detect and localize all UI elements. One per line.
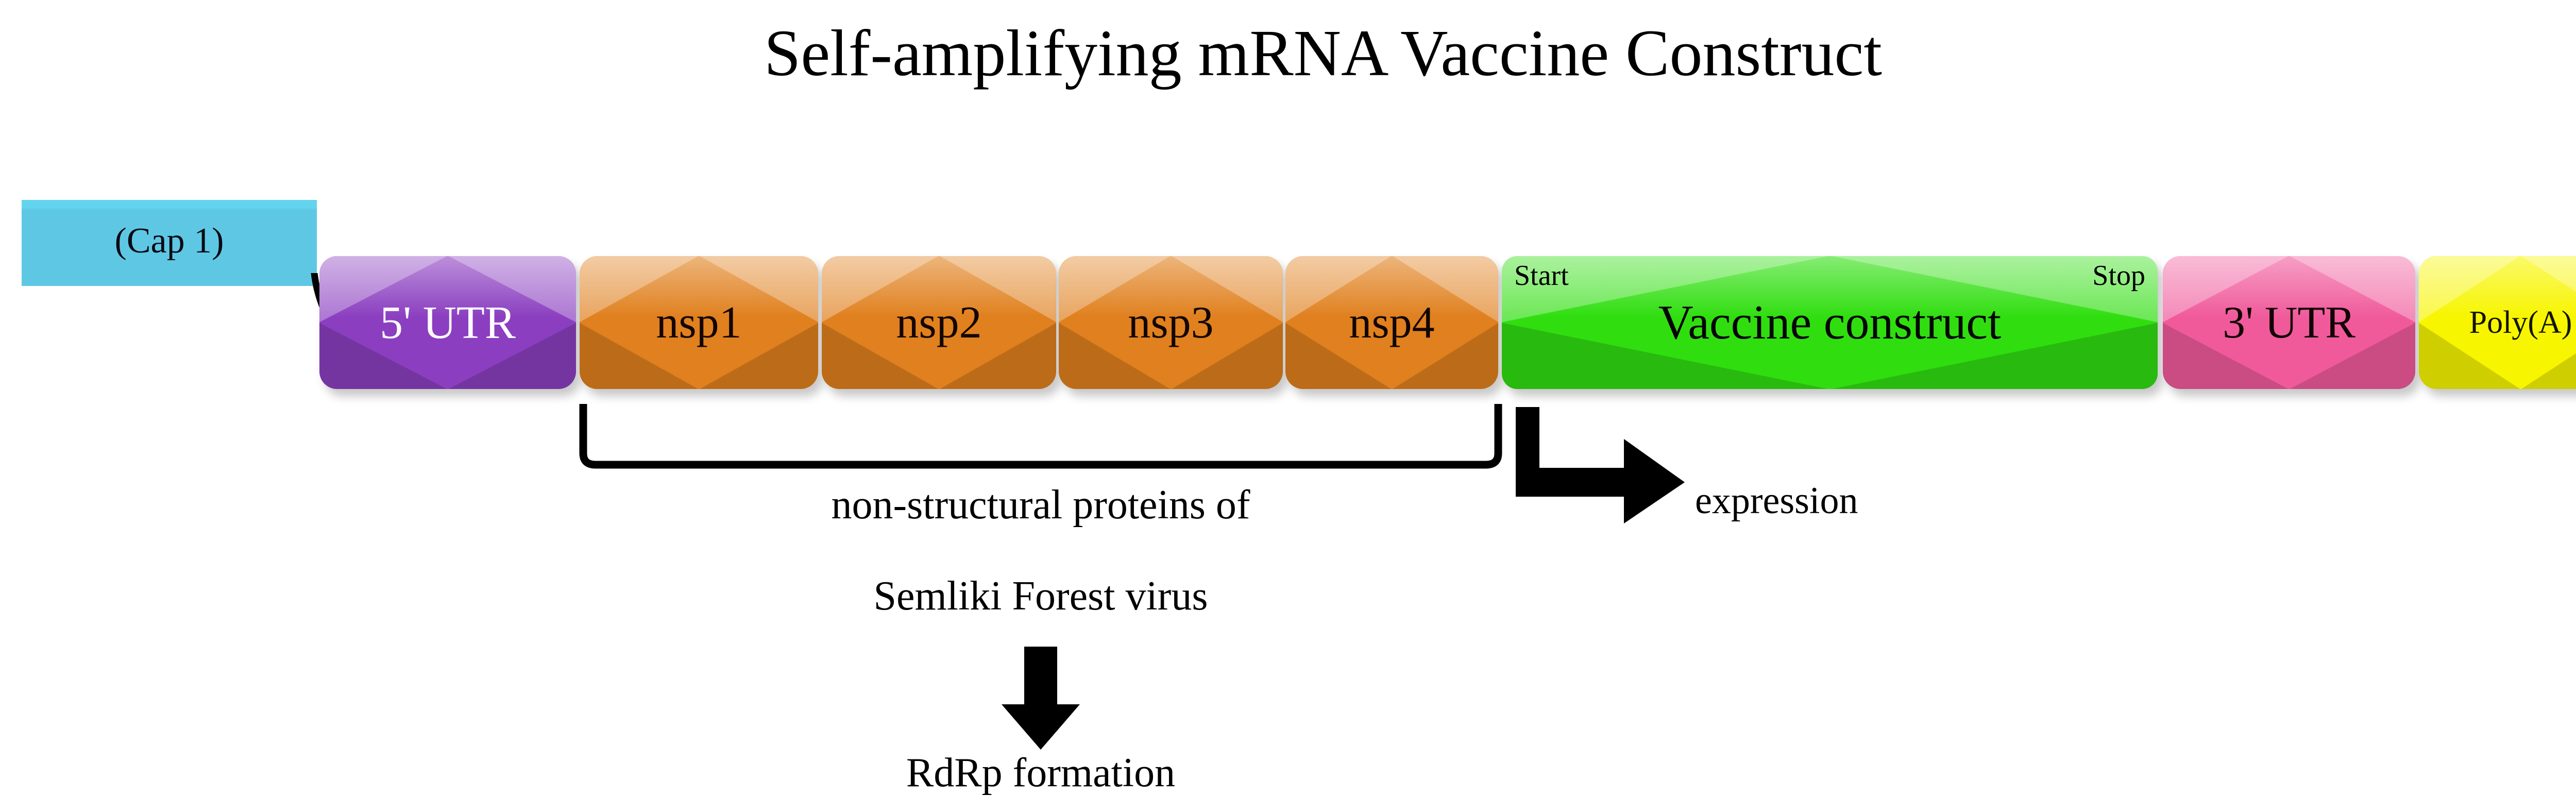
segment-nsp1[interactable]: nsp1: [580, 256, 818, 389]
segment-label-utr3: 3' UTR: [2223, 297, 2355, 348]
square-bracket-icon: [579, 404, 1502, 469]
elbow-right-arrow-icon: [1516, 407, 1685, 523]
segment-vaccine-construct[interactable]: Start Stop Vaccine construct: [1502, 256, 2158, 389]
segment-label-nsp4: nsp4: [1349, 297, 1435, 348]
start-codon-label: Start: [1514, 260, 1569, 292]
page-title: Self-amplifying mRNA Vaccine Construct: [764, 16, 1882, 90]
segment-label-nsp2: nsp2: [896, 297, 982, 348]
stop-codon-label: Stop: [2092, 260, 2145, 292]
down-arrow-icon: [1002, 647, 1080, 750]
segment-label-utr5: 5' UTR: [380, 297, 516, 348]
segment-nsp3[interactable]: nsp3: [1059, 256, 1283, 389]
rdrp-caption: RdRp formation: [906, 750, 1176, 796]
segment-label-nsp3: nsp3: [1128, 297, 1214, 348]
nsp-caption-line2: Semliki Forest virus: [873, 573, 1208, 619]
segment-label-vaccine: Vaccine construct: [1658, 296, 2002, 349]
segment-utr5[interactable]: 5' UTR: [319, 256, 576, 389]
cap1-label: (Cap 1): [114, 221, 224, 261]
cap1-box: (Cap 1): [22, 200, 317, 286]
segment-polya[interactable]: Poly(A): [2419, 256, 2576, 389]
nsp-caption-line1: non-structural proteins of: [831, 482, 1250, 528]
segment-nsp4[interactable]: nsp4: [1285, 256, 1498, 389]
segment-utr3[interactable]: 3' UTR: [2163, 256, 2415, 389]
expression-label: expression: [1695, 480, 1858, 522]
segment-nsp2[interactable]: nsp2: [822, 256, 1056, 389]
segment-label-nsp1: nsp1: [656, 297, 742, 348]
segment-label-polya: Poly(A): [2469, 304, 2572, 340]
